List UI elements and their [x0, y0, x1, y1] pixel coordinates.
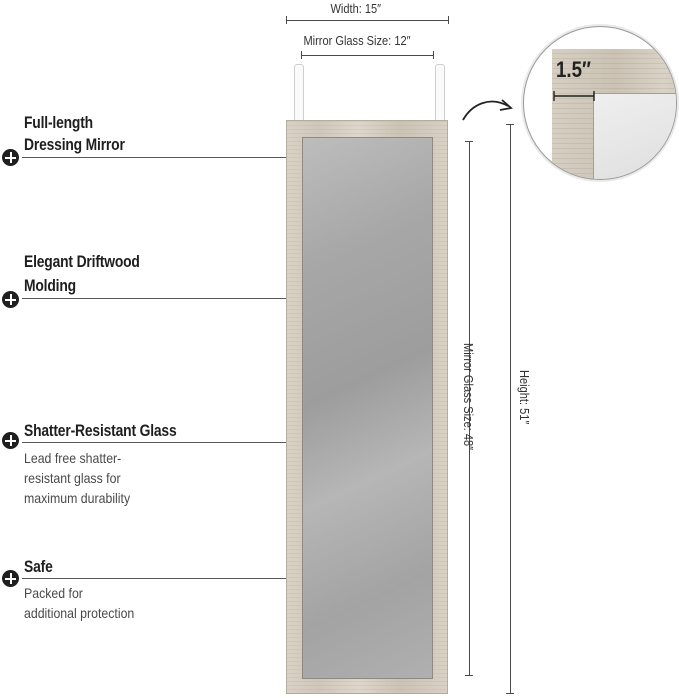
width-label: Width: 15″	[330, 1, 382, 16]
curved-arrow-icon	[462, 99, 513, 121]
plus-circle-icon	[2, 149, 19, 166]
dimension-tick	[465, 141, 473, 142]
callout-line	[22, 442, 290, 443]
feature-safe: Safe Packed for additional protection	[0, 556, 290, 631]
plus-circle-icon	[2, 432, 19, 449]
height-dimension-line	[510, 124, 511, 693]
feature-title-line: Elegant Driftwood	[24, 253, 140, 271]
feature-description-line: resistant glass for	[24, 470, 121, 486]
callout-line	[22, 157, 290, 158]
feature-description-line: Packed for	[24, 585, 83, 601]
glass-height-label: Mirror Glass Size: 48″	[461, 343, 476, 451]
feature-title-line: Safe	[24, 558, 53, 576]
dimension-tick	[286, 16, 287, 24]
height-label: Height: 51″	[517, 370, 532, 425]
glass-width-dimension-line	[301, 55, 434, 56]
dimension-tick	[448, 16, 449, 24]
feature-title-line: Shatter-Resistant Glass	[24, 422, 177, 440]
feature-title-line: Molding	[24, 277, 76, 295]
plus-circle-icon	[2, 570, 19, 587]
zoom-mirror-glass	[593, 93, 676, 179]
frame-width-dimension	[553, 91, 595, 101]
callout-line	[22, 578, 290, 579]
feature-description-line: additional protection	[24, 605, 135, 621]
door-hook-right	[435, 64, 445, 122]
dimension-tick	[301, 51, 302, 59]
feature-driftwood: Elegant Driftwood Molding	[0, 251, 290, 308]
door-hook-left	[294, 64, 304, 122]
callout-line	[22, 298, 290, 299]
dimension-tick	[465, 675, 473, 676]
plus-circle-icon	[2, 291, 19, 308]
frame-width-label: 1.5″	[556, 57, 591, 82]
glass-width-label: Mirror Glass Size: 12″	[303, 33, 411, 48]
feature-shatter-resistant: Shatter-Resistant Glass Lead free shatte…	[0, 420, 290, 515]
mirror-glass	[302, 137, 433, 679]
feature-title-line: Full-length	[24, 114, 93, 132]
feature-title-line: Dressing Mirror	[24, 136, 125, 154]
dimension-tick	[506, 124, 514, 125]
glass-height-dimension-line	[469, 141, 470, 675]
dimension-tick	[506, 693, 514, 694]
feature-description-line: Lead free shatter-	[24, 450, 122, 466]
frame-detail-zoom: 1.5″	[523, 26, 677, 180]
dimension-tick	[433, 51, 434, 59]
feature-full-length: Full-length Dressing Mirror	[0, 112, 290, 166]
feature-description-line: maximum durability	[24, 490, 131, 506]
width-dimension-line	[286, 20, 449, 21]
